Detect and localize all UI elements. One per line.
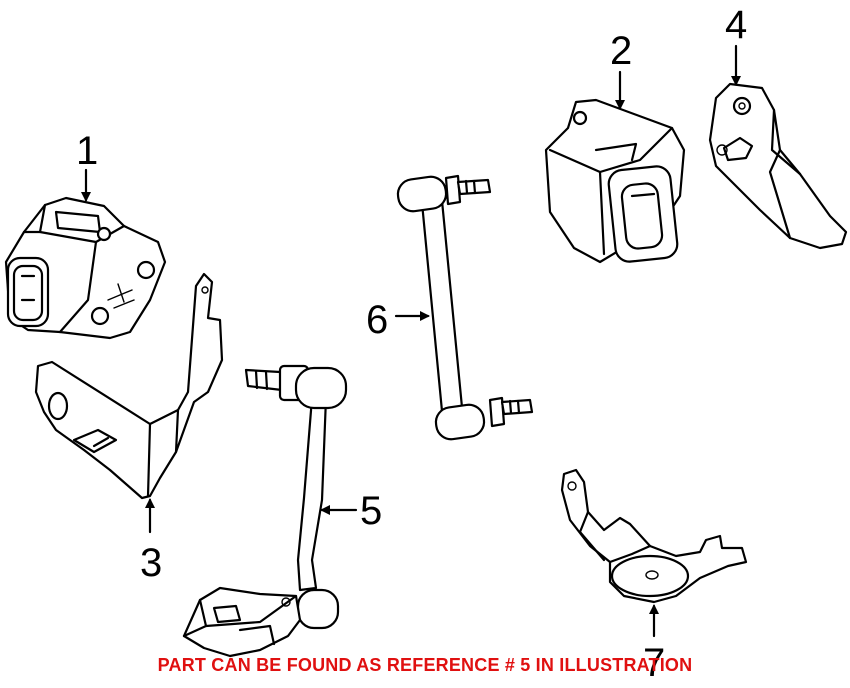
callout-2: 2: [610, 29, 632, 73]
part-5-sensor-link: [182, 364, 348, 658]
part-2-height-sensor: [544, 98, 686, 264]
part-4-bracket: [708, 82, 848, 250]
part-1-height-sensor: [4, 196, 167, 340]
part-3-bracket: [34, 272, 224, 500]
callout-7: 7: [643, 641, 665, 683]
callout-6: 6: [366, 298, 388, 342]
part-7-bracket: [560, 468, 748, 604]
callout-arrows: [81, 44, 741, 638]
reference-notice: PART CAN BE FOUND AS REFERENCE # 5 IN IL…: [157, 655, 693, 675]
callout-5: 5: [360, 489, 382, 533]
callout-3: 3: [140, 541, 162, 585]
part-6-link-rod: [396, 174, 534, 441]
callout-1: 1: [76, 129, 98, 173]
callout-4: 4: [725, 3, 747, 47]
